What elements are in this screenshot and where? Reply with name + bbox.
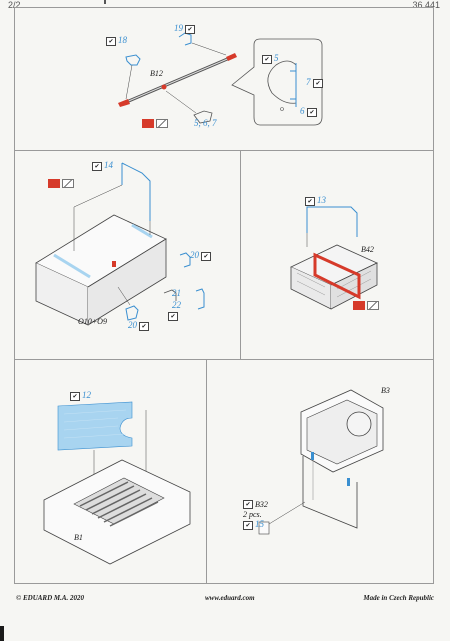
hatch-drawing [258, 389, 384, 535]
grille-drawing [43, 401, 191, 565]
check-icon: ✔ [243, 521, 253, 530]
part-ref-b12: B12 [150, 69, 163, 78]
part-label-15: 15 [255, 519, 264, 529]
crate-drawing [290, 206, 378, 310]
check-icon: ✔ [305, 197, 315, 206]
step-panel-3: ✔ 13 B42 [241, 151, 434, 360]
instruction-frame [14, 7, 434, 584]
paint-swatch-red [48, 179, 60, 188]
check-icon: ✔ [106, 37, 116, 46]
part-label-21: 21 [172, 288, 181, 298]
origin-note: Made in Czech Republic [363, 594, 434, 602]
bend-icon [62, 179, 74, 188]
quantity-note: 2 pcs. [243, 510, 262, 519]
rod-assembly-drawing [118, 32, 323, 126]
check-icon: ✔ [313, 79, 323, 88]
part-label-13: 13 [317, 195, 326, 205]
rod-end-red-right [226, 53, 237, 61]
check-icon: ✔ [168, 312, 178, 321]
part-label-5: 5 [274, 53, 279, 63]
part-label-6: 6 [300, 106, 305, 116]
bend-icon [367, 301, 379, 310]
photoetch-icon: ✔ [70, 392, 80, 401]
part-ref-b1: B1 [74, 533, 83, 542]
part-label-22: 22 [172, 300, 181, 310]
part-ref-o10-o9: O10+O9 [78, 317, 107, 326]
step-panel-2: ✔ 14 20 ✔ 21 22 ✔ O10+O9 20 ✔ [14, 151, 241, 360]
part-label-group-5-6-7: 5, 6, 7 [194, 118, 217, 128]
rod-end-red-left [118, 99, 130, 107]
stowage-box-drawing [35, 162, 205, 326]
rod-mount-red [161, 84, 167, 90]
step-panel-4: ✔ 12 B1 [14, 360, 207, 584]
check-icon: ✔ [201, 252, 211, 261]
part-label-12: 12 [82, 390, 91, 400]
bend-icon [156, 119, 168, 128]
part-ref-b42: B42 [361, 245, 374, 254]
part-label-14: 14 [104, 160, 113, 170]
part-label-20-lower: 20 [128, 320, 137, 330]
copyright: © EDUARD M.A. 2020 [16, 594, 85, 602]
paint-swatch-red [142, 119, 154, 128]
step-panel-1: ✔ 18 19 ✔ B12 5, 6, 7 ✔ 5 7 ✔ 6 ✔ [14, 7, 434, 151]
page-number: 2/2 [8, 0, 21, 10]
resin-part-icon: ✔ [243, 500, 253, 509]
part-ref-b3: B3 [381, 386, 390, 395]
part-ref-b32: B32 [255, 500, 268, 509]
check-icon: ✔ [262, 55, 272, 64]
paint-swatch-red [353, 301, 365, 310]
scan-edge [0, 626, 4, 641]
check-icon: ✔ [185, 25, 195, 34]
check-icon: ✔ [92, 162, 102, 171]
part-label-19: 19 [174, 23, 183, 33]
website-link[interactable]: www.eduard.com [205, 594, 255, 602]
kit-code: 36 441 [412, 0, 440, 10]
check-icon: ✔ [307, 108, 317, 117]
register-mark [104, 0, 106, 4]
part-label-7: 7 [306, 77, 311, 87]
part-label-20-upper: 20 [190, 250, 199, 260]
step-panel-5: B3 ✔ B32 2 pcs. ✔ 15 [207, 360, 434, 584]
part-label-18: 18 [118, 35, 127, 45]
check-icon: ✔ [139, 322, 149, 331]
